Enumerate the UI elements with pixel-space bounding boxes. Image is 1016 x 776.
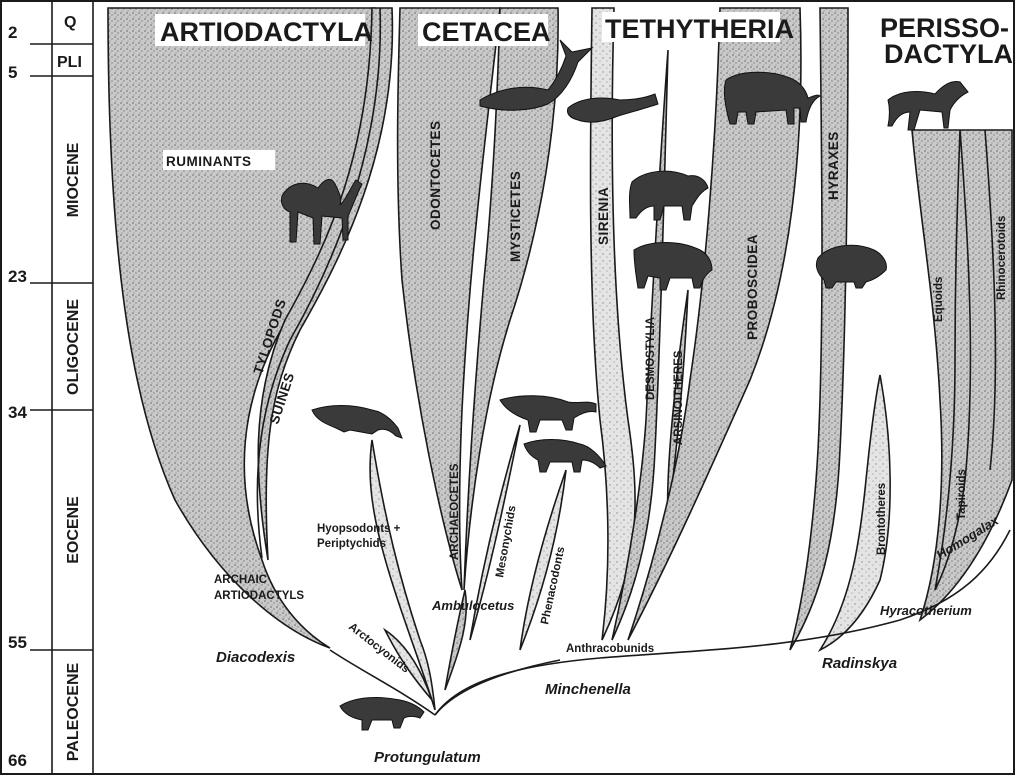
taxon-protungulatum: Protungulatum	[374, 749, 481, 766]
trunk-right	[435, 530, 1010, 715]
taxon-radinskya: Radinskya	[822, 655, 897, 672]
branch-artiodactyla	[108, 8, 377, 648]
label-brontotheres: Brontotheres	[876, 483, 888, 555]
label-ruminants: RUMINANTS	[166, 154, 252, 169]
label-tapiroids: Tapiroids	[956, 469, 968, 520]
label-hyopsodonts-2: Periptychids	[317, 538, 386, 550]
label-hyracotherium: Hyracotherium	[880, 603, 972, 618]
group-cetacea: CETACEA	[422, 17, 551, 47]
label-hyopsodonts-1: Hyopsodonts +	[317, 523, 401, 535]
trunk-mid	[435, 660, 560, 715]
taxon-minchenella: Minchenella	[545, 681, 631, 698]
tick-55: 55	[8, 633, 27, 652]
epoch-oligocene: OLIGOCENE	[65, 299, 82, 395]
branches	[108, 8, 1012, 715]
label-sirenia: SIRENIA	[596, 187, 611, 245]
group-tethytheria: TETHYTHERIA	[605, 14, 794, 44]
label-archaic-2: ARTIODACTYLS	[214, 590, 304, 602]
group-artiodactyla: ARTIODACTYLA	[160, 17, 373, 47]
hyrax-icon	[816, 245, 886, 288]
taxon-diacodexis: Diacodexis	[216, 649, 295, 666]
label-equoids: Equoids	[933, 277, 945, 322]
label-arsinoitheres: ARSINOITHERES	[673, 350, 685, 445]
tick-2: 2	[8, 23, 17, 42]
label-hyraxes: HYRAXES	[826, 131, 841, 200]
epoch-miocene: MIOCENE	[65, 142, 82, 217]
phenacodont-icon	[524, 440, 606, 473]
group-perisso-line2: DACTYLA	[884, 39, 1013, 69]
label-odontocetes: ODONTOCETES	[428, 120, 443, 230]
wolf-icon	[312, 406, 402, 439]
taxa-labels: Diacodexis Ambulocetus Minchenella Radin…	[216, 598, 897, 766]
tick-66: 66	[8, 751, 27, 770]
time-scale: 2 5 23 34 55 66 Q PLI MIOCENE OLIGOCENE …	[8, 1, 93, 774]
label-mysticetes: MYSTICETES	[508, 171, 523, 262]
label-archaic-1: ARCHAIC	[214, 574, 267, 586]
epoch-paleocene: PALEOCENE	[65, 662, 82, 761]
horse-icon	[888, 82, 968, 131]
tick-5: 5	[8, 63, 17, 82]
rhino-icon	[634, 243, 712, 291]
bear-icon	[630, 171, 709, 220]
taxon-ambulocetus: Ambulocetus	[431, 598, 514, 613]
label-proboscidea: PROBOSCIDEA	[745, 234, 760, 340]
tick-23: 23	[8, 267, 27, 286]
mesonychid-icon	[500, 396, 596, 432]
epoch-q: Q	[64, 14, 76, 31]
label-anthracobunids: Anthracobunids	[566, 643, 654, 655]
label-archaeocetes: ARCHAEOCETES	[449, 463, 461, 560]
tick-34: 34	[8, 403, 27, 422]
label-rhinocerotoids: Rhinocerotoids	[996, 216, 1008, 300]
protungulatum-icon	[340, 698, 424, 730]
epoch-pli: PLI	[57, 54, 82, 71]
label-desmostylia: DESMOSTYLIA	[645, 317, 657, 400]
epoch-eocene: EOCENE	[65, 496, 82, 564]
